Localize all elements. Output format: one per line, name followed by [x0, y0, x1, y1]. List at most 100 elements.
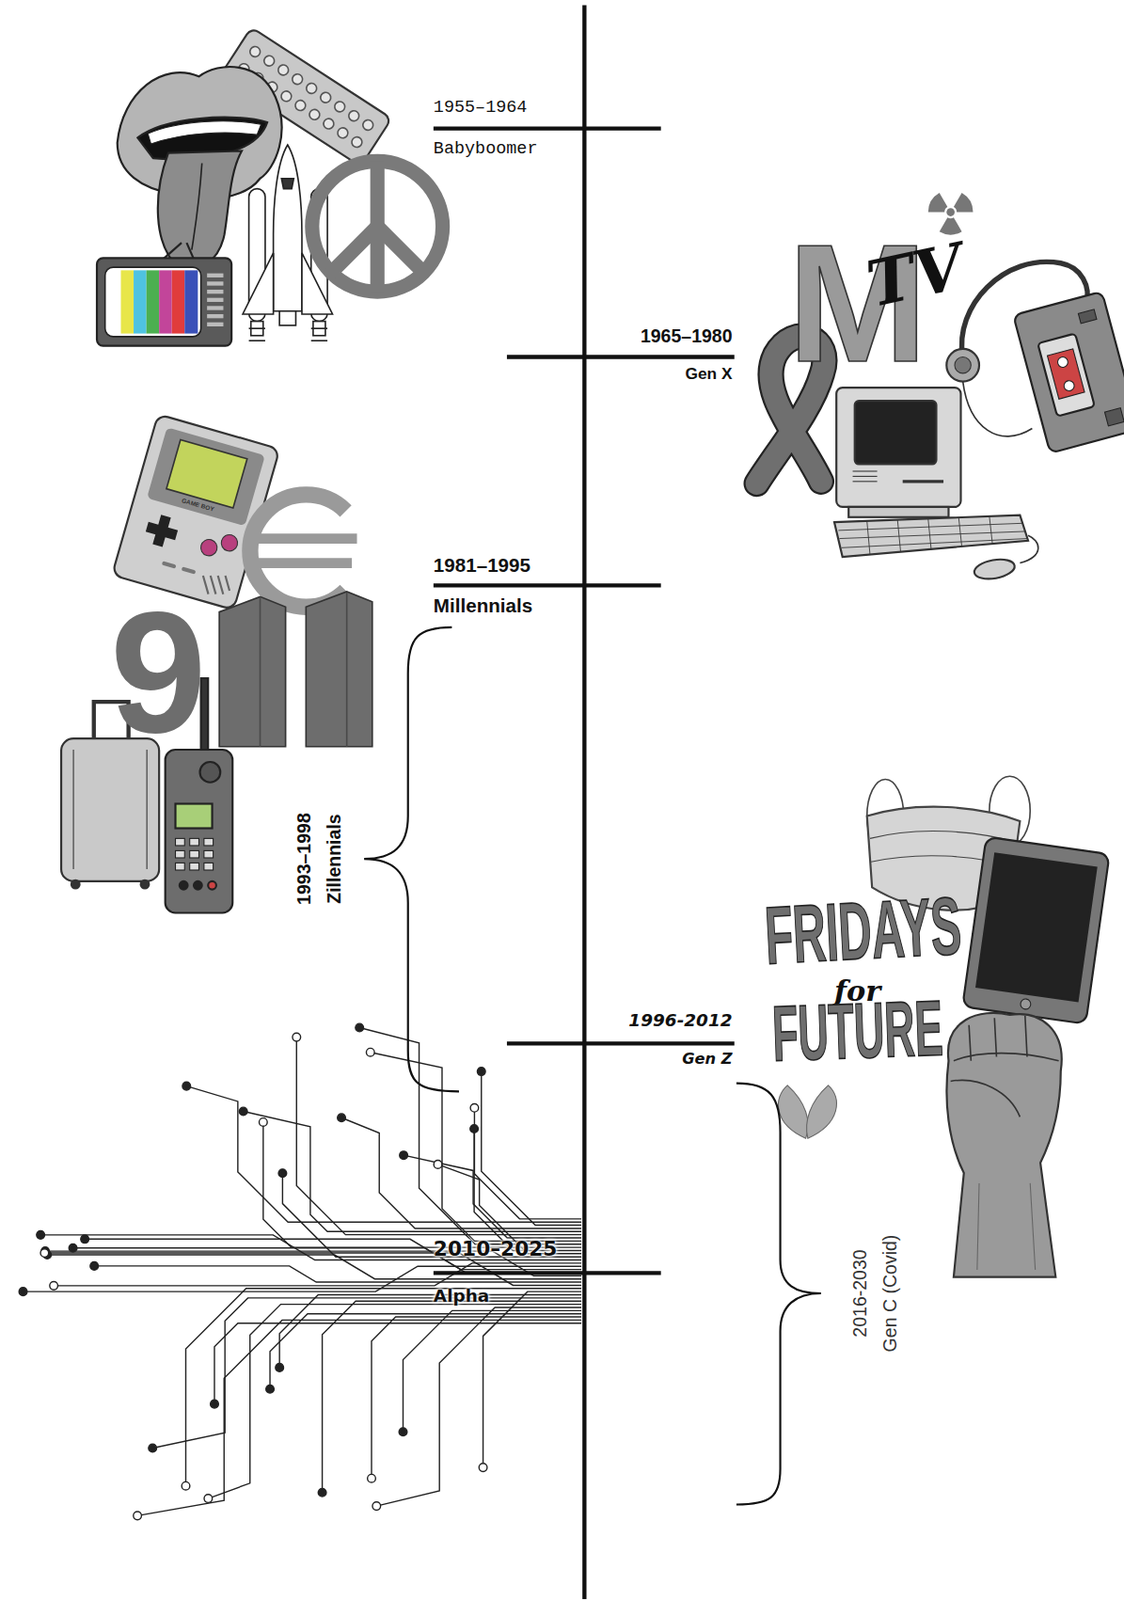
- game-console-part: [198, 537, 219, 557]
- tablet-part: [1019, 997, 1031, 1010]
- circuit-trace: [207, 1304, 582, 1499]
- timeline-tick-part: [506, 1041, 735, 1045]
- tv-set-part: [146, 269, 160, 333]
- circuit-trace: [376, 1307, 582, 1506]
- circuit-pad: [292, 1032, 301, 1042]
- lips-logo-part: [147, 121, 261, 144]
- peace-sign-part: [312, 160, 444, 292]
- suitcase-part: [71, 880, 80, 889]
- suitcase-part: [141, 880, 150, 889]
- desktop-computer-part: [1019, 535, 1038, 563]
- logo-digit: 9: [110, 584, 207, 758]
- circuit-trace: [243, 1110, 582, 1232]
- generation-name: Zillennials: [325, 813, 345, 903]
- raised-fist-part: [946, 1013, 1061, 1278]
- leaf-sprout-part: [807, 1085, 838, 1139]
- pill-pack-part-part: [276, 63, 291, 78]
- circuit-pad: [210, 1399, 220, 1409]
- brick-phone-part-part: [189, 862, 200, 871]
- circuit-pad: [36, 1231, 46, 1240]
- radiation-symbol-part: [953, 192, 974, 213]
- walkman-part: [1104, 408, 1124, 427]
- generation-years: 1955–1964: [433, 98, 528, 116]
- radiation-symbol-part: [928, 192, 949, 213]
- pill-pack-part-part: [332, 99, 348, 114]
- circuit-trace: [322, 1300, 583, 1493]
- circuit-pad: [399, 1151, 409, 1160]
- desktop-computer-part: [972, 556, 1016, 583]
- game-console-part: [142, 511, 181, 550]
- tv-set-part: [163, 242, 183, 259]
- circuit-pad: [433, 1160, 443, 1170]
- twin-towers-part: [259, 597, 262, 746]
- pill-pack-part-part: [318, 90, 333, 105]
- circuit-trace: [186, 1288, 583, 1487]
- headphones-part: [946, 348, 980, 382]
- circuit-pad: [182, 1081, 191, 1091]
- pill-pack-part-part: [290, 72, 305, 87]
- desktop-computer-part: [853, 470, 878, 472]
- desktop-computer-part-part: [839, 531, 1025, 539]
- circuit-trace: [359, 1027, 582, 1244]
- pill-pack-part-part: [321, 116, 336, 131]
- circuit-pad: [181, 1481, 190, 1490]
- pill-pack-part-part: [307, 107, 322, 122]
- timeline-tick-part: [433, 583, 662, 587]
- generation-name: Gen Z: [681, 1051, 732, 1067]
- circuit-pad: [258, 1118, 268, 1127]
- desktop-computer-part-part: [958, 518, 962, 547]
- circuit-pad: [68, 1243, 78, 1252]
- game-console-part: [181, 566, 197, 574]
- circuit-pad: [49, 1281, 59, 1290]
- tv-set-part: [158, 269, 173, 333]
- circuit-trace: [474, 1108, 582, 1219]
- space-shuttle-part: [311, 339, 328, 342]
- tv-set: [96, 242, 232, 347]
- pill-pack-part-part: [349, 135, 365, 150]
- slogan-word: FUTURE: [771, 988, 945, 1074]
- twin-towers-part: [305, 591, 372, 747]
- suitcase-part: [73, 749, 75, 870]
- peace-sign-part: [377, 226, 425, 274]
- circuit-pad: [204, 1494, 213, 1504]
- twin-towers-part: [219, 596, 285, 746]
- desktop-computer-part: [854, 400, 937, 464]
- desktop-computer-part-part: [867, 521, 871, 555]
- tablet-part: [962, 837, 1109, 1025]
- circuit-trace: [403, 1310, 583, 1432]
- pill-pack-part-part: [293, 98, 308, 113]
- generation-name: Millennials: [433, 595, 533, 616]
- circuit-pad: [40, 1249, 49, 1258]
- circuit-pad: [80, 1234, 90, 1244]
- pill-pack-part-part: [361, 117, 376, 132]
- brick-phone-part-part: [175, 862, 186, 871]
- game-console-part-part: [221, 575, 234, 591]
- twin-towers: [219, 591, 373, 747]
- brick-phone-part: [179, 881, 189, 890]
- headphones-part: [963, 381, 1033, 437]
- walkman-part: [1046, 348, 1085, 399]
- brick-phone-part-part: [189, 838, 200, 846]
- desktop-computer-part: [853, 475, 878, 477]
- tv-set-part: [206, 273, 223, 327]
- generation-years: 1996-2012: [628, 1012, 732, 1030]
- tv-set-part: [96, 257, 232, 346]
- timeline-tick: [433, 128, 735, 1274]
- timeline-tick-part: [433, 1270, 662, 1275]
- tv-set-part: [172, 269, 186, 333]
- game-console-part: [166, 439, 248, 507]
- tv-set-part: [184, 269, 198, 333]
- pill-pack-part-part: [347, 109, 362, 124]
- generation-years: 1981–1995: [433, 555, 531, 576]
- raised-fist-part: [968, 1015, 1028, 1061]
- lips-logo-part: [158, 150, 242, 270]
- circuit-trace: [214, 1323, 582, 1405]
- euro-sign: [246, 494, 357, 607]
- walkman-part: [1077, 309, 1097, 324]
- circuit-pad: [266, 1384, 275, 1394]
- brick-phone-part: [193, 881, 203, 890]
- brick-phone-part-part: [204, 850, 214, 858]
- game-console-part: [146, 427, 266, 526]
- generation-name: Babyboomer: [433, 140, 539, 158]
